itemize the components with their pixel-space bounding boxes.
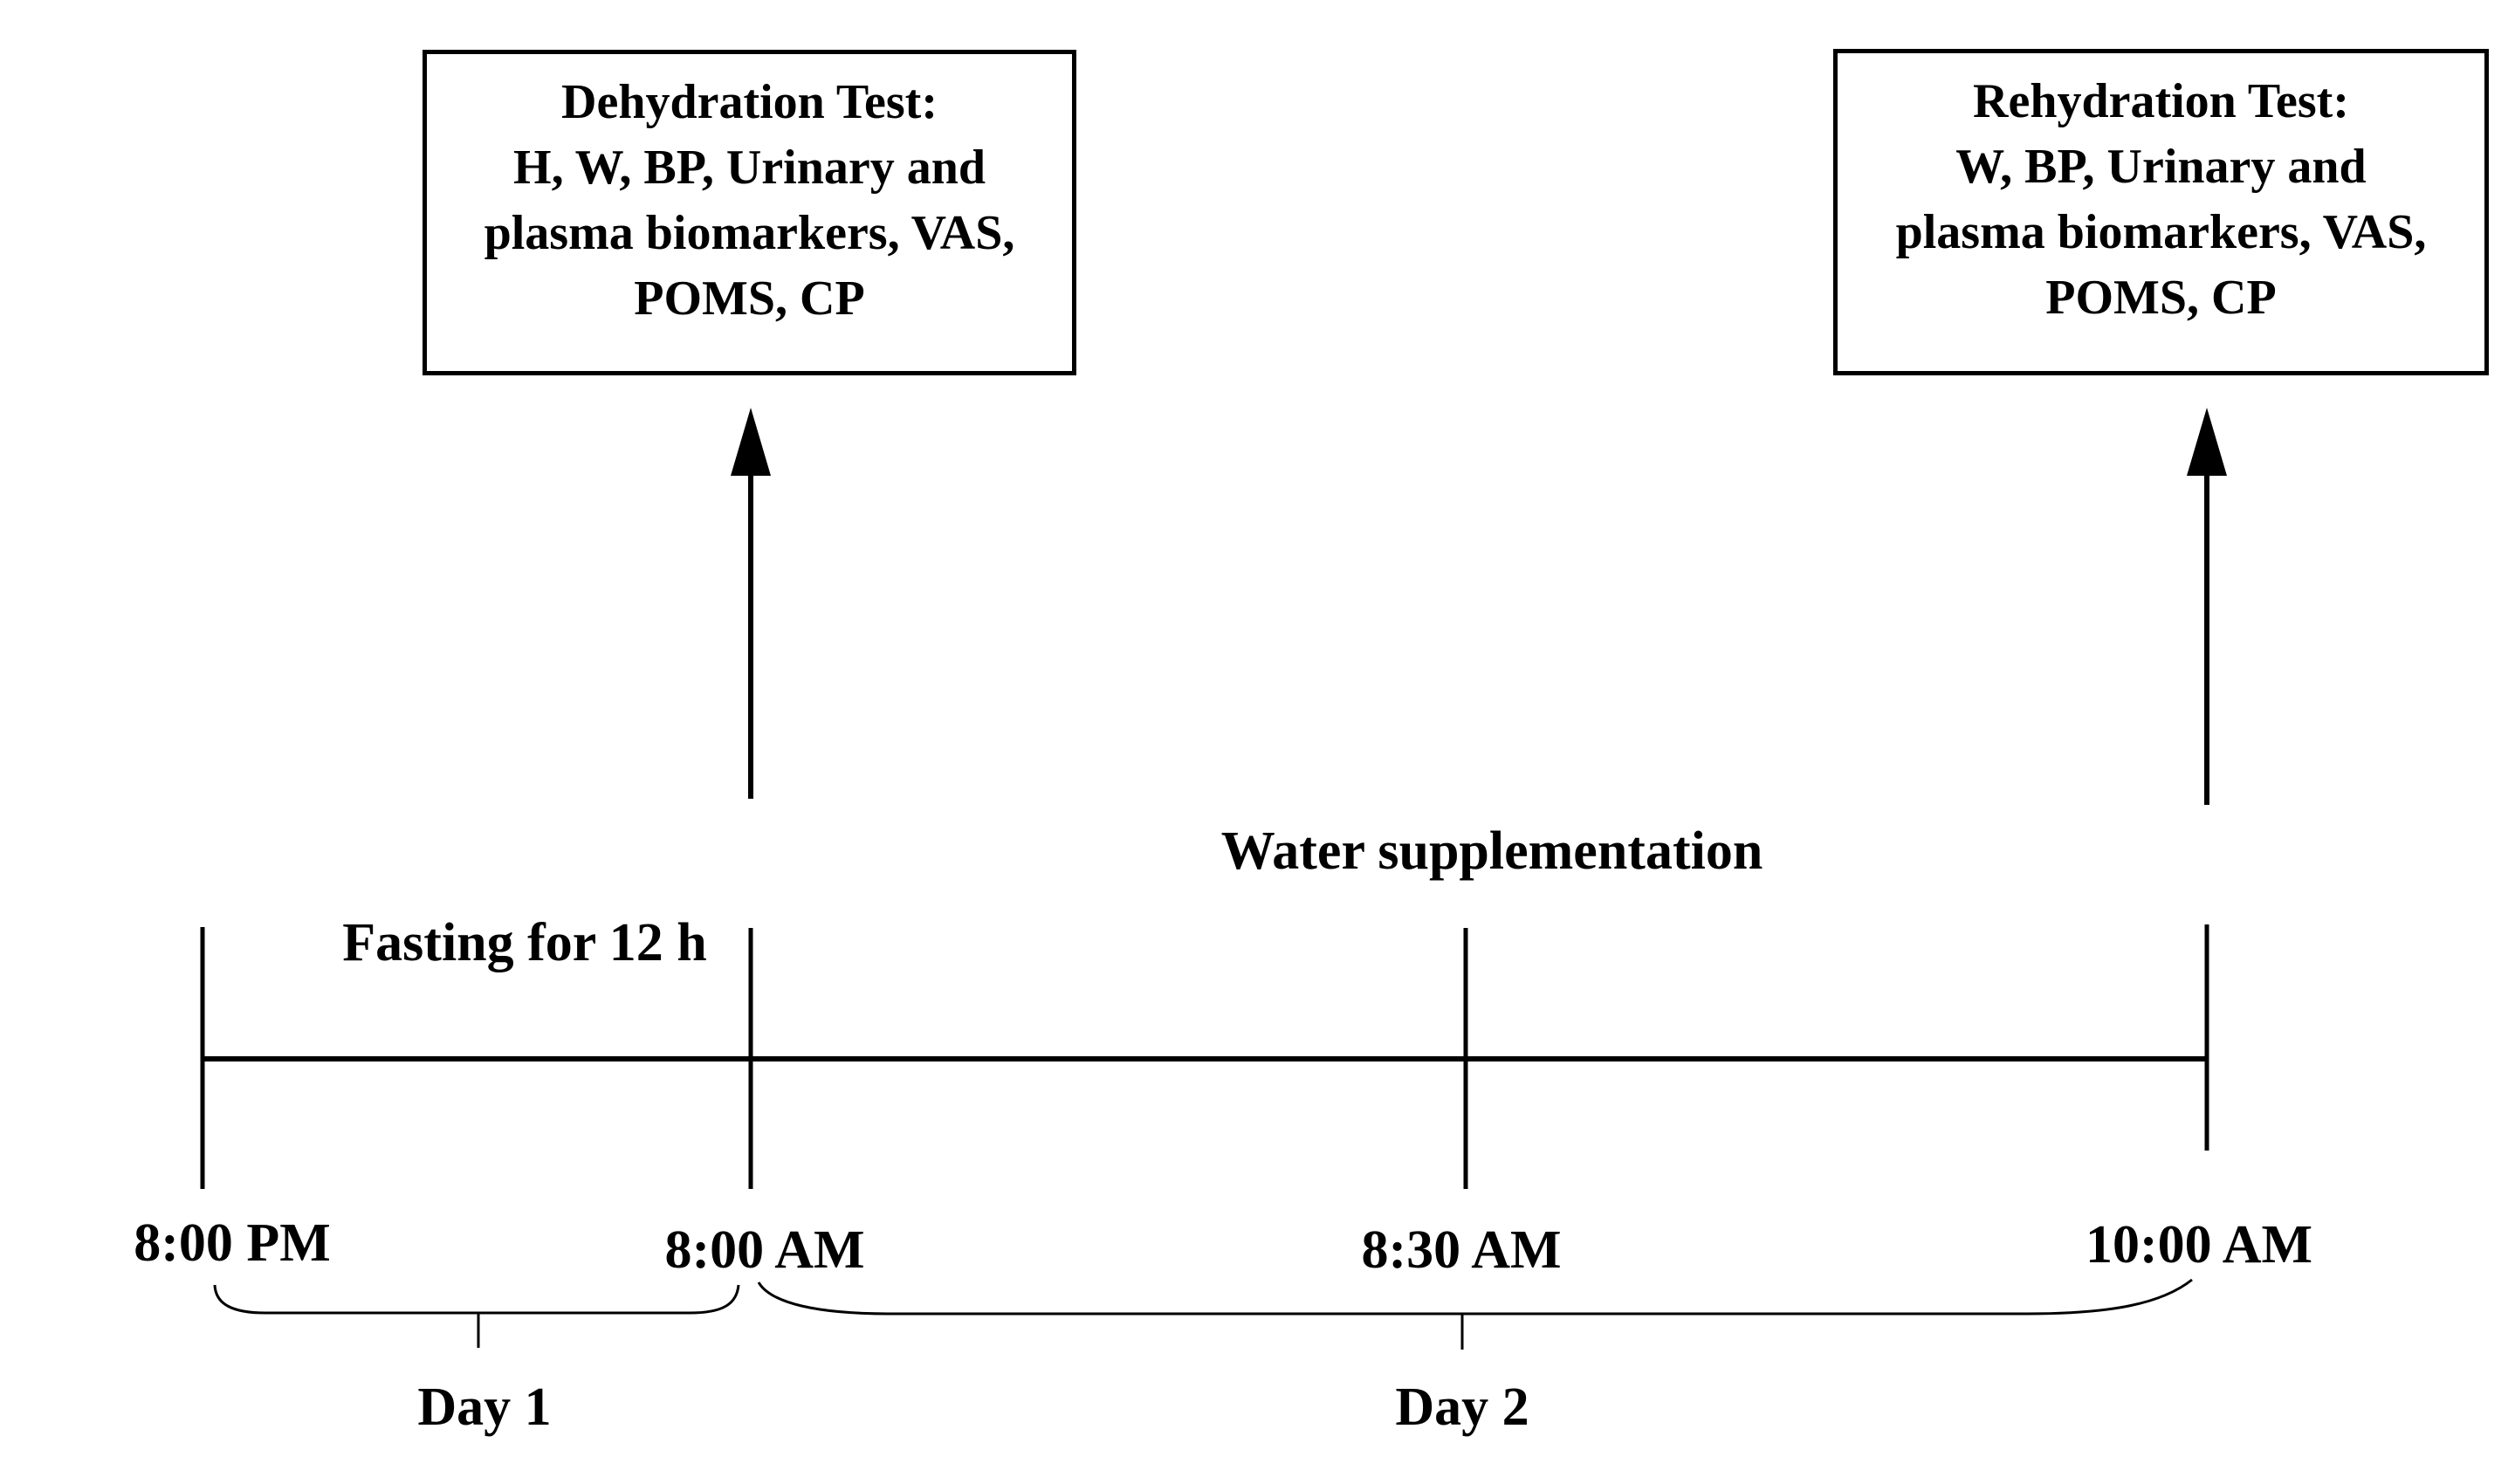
dehydration-test-box: Dehydration Test: H, W, BP, Urinary and …: [423, 50, 1076, 375]
time-label-8pm: 8:00 PM: [134, 1213, 331, 1273]
day2-brace: [757, 1278, 2193, 1316]
day1-label: Day 1: [417, 1378, 552, 1437]
day2-label: Day 2: [1395, 1378, 1529, 1437]
up-arrow-right-head: [2187, 408, 2227, 476]
box-text-line: POMS, CP: [634, 271, 865, 326]
box-text-line: H, W, BP, Urinary and: [513, 141, 986, 195]
rehydration-test-box: Rehydration Test: W, BP, Urinary and pla…: [1833, 49, 2489, 375]
day1-brace: [213, 1284, 740, 1315]
box-text-line: POMS, CP: [2045, 271, 2277, 325]
time-label-10am: 10:00 AM: [2085, 1215, 2313, 1274]
up-arrow-left-icon: [731, 408, 771, 799]
up-arrow-left-head: [731, 408, 771, 476]
time-label-8am: 8:00 AM: [664, 1220, 865, 1280]
box-text-line: plasma biomarkers, VAS,: [484, 206, 1015, 260]
box-text-line: W, BP, Urinary and: [1955, 140, 2367, 194]
box-text-line: plasma biomarkers, VAS,: [1895, 205, 2427, 259]
up-arrow-right-icon: [2187, 408, 2227, 805]
time-label-830am: 8:30 AM: [1361, 1220, 1562, 1280]
water-supplementation-label: Water supplementation: [1220, 821, 1763, 881]
box-text-line: Dehydration Test:: [561, 75, 938, 129]
box-text-line: Rehydration Test:: [1973, 74, 2349, 128]
fasting-label: Fasting for 12 h: [342, 913, 707, 972]
